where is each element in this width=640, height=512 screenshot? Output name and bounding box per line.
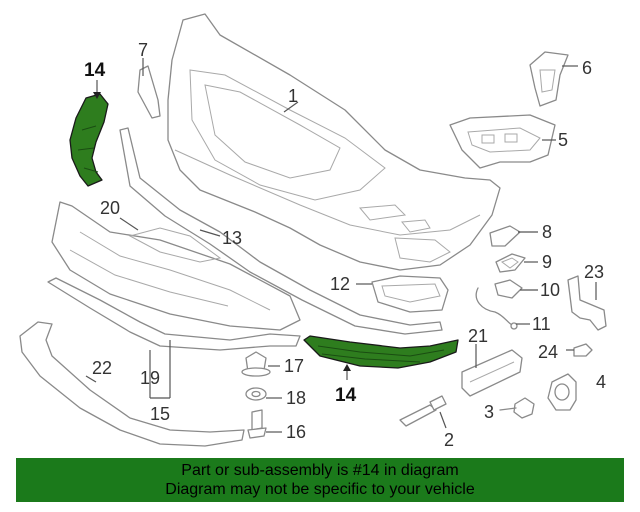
harness-part-11	[475, 287, 530, 330]
grille-part-14-lower	[303, 335, 459, 369]
callout-1: 1	[288, 86, 298, 106]
callout-9: 9	[542, 252, 552, 272]
callout-16: 16	[286, 422, 306, 442]
bolt-part-24	[566, 343, 593, 357]
clip-part-10	[494, 279, 538, 299]
callout-22: 22	[92, 358, 112, 378]
callout-3: 3	[484, 402, 494, 422]
bracket-part-6	[529, 51, 578, 107]
callout-17: 17	[284, 356, 304, 376]
air-dam-part	[47, 277, 301, 399]
cover-part-9	[495, 253, 538, 273]
plate-part-21	[461, 344, 523, 397]
molding-part-13	[119, 127, 443, 335]
bolt-part	[399, 395, 447, 429]
callout-7: 7	[138, 40, 148, 60]
callout-11: 11	[532, 314, 551, 334]
bracket-part-23	[567, 275, 607, 331]
callout-19: 19	[140, 368, 160, 388]
callout-2: 2	[444, 430, 454, 450]
callout-8: 8	[542, 222, 552, 242]
deflector-part-14-upper	[69, 93, 109, 187]
nut-part-17	[241, 351, 280, 377]
arrow-14-top	[93, 92, 101, 99]
cover-part-8	[489, 225, 538, 247]
washer-part-18	[245, 387, 282, 401]
callout-13: 13	[222, 228, 242, 248]
clip-stud-part	[499, 397, 535, 419]
callout-10: 10	[540, 280, 560, 300]
arrow-14-bottom	[343, 364, 351, 371]
callout-5: 5	[558, 130, 568, 150]
bracket-part-7	[137, 58, 161, 119]
banner-line-1: Part or sub-assembly is #14 in diagram	[181, 462, 459, 479]
callout-15: 15	[150, 404, 170, 424]
spoiler-part-22	[19, 321, 245, 447]
leader-1	[283, 101, 299, 113]
parts-diagram: 1 2 3 4 5 6 7 8 9 10 11 12 13 14 14 15 1…	[19, 13, 607, 450]
callout-6: 6	[582, 58, 592, 78]
callout-18: 18	[286, 388, 306, 408]
callout-4: 4	[596, 372, 606, 392]
callout-20: 20	[100, 198, 120, 218]
bumper-cover-part	[167, 13, 501, 271]
callout-24: 24	[538, 342, 558, 362]
callout-12: 12	[330, 274, 350, 294]
sensor-part	[547, 373, 577, 411]
callout-14-bottom: 14	[335, 385, 357, 406]
screw-part-16	[247, 409, 282, 439]
splash-shield-part	[51, 201, 301, 331]
banner-line-2: Diagram may not be specific to your vehi…	[165, 481, 475, 498]
grille-part-12	[356, 275, 449, 313]
callout-14-top: 14	[84, 60, 106, 81]
callout-21: 21	[468, 326, 488, 346]
callout-23: 23	[584, 262, 604, 282]
info-banner: Part or sub-assembly is #14 in diagram D…	[16, 458, 624, 502]
bracket-part-5	[449, 114, 556, 169]
